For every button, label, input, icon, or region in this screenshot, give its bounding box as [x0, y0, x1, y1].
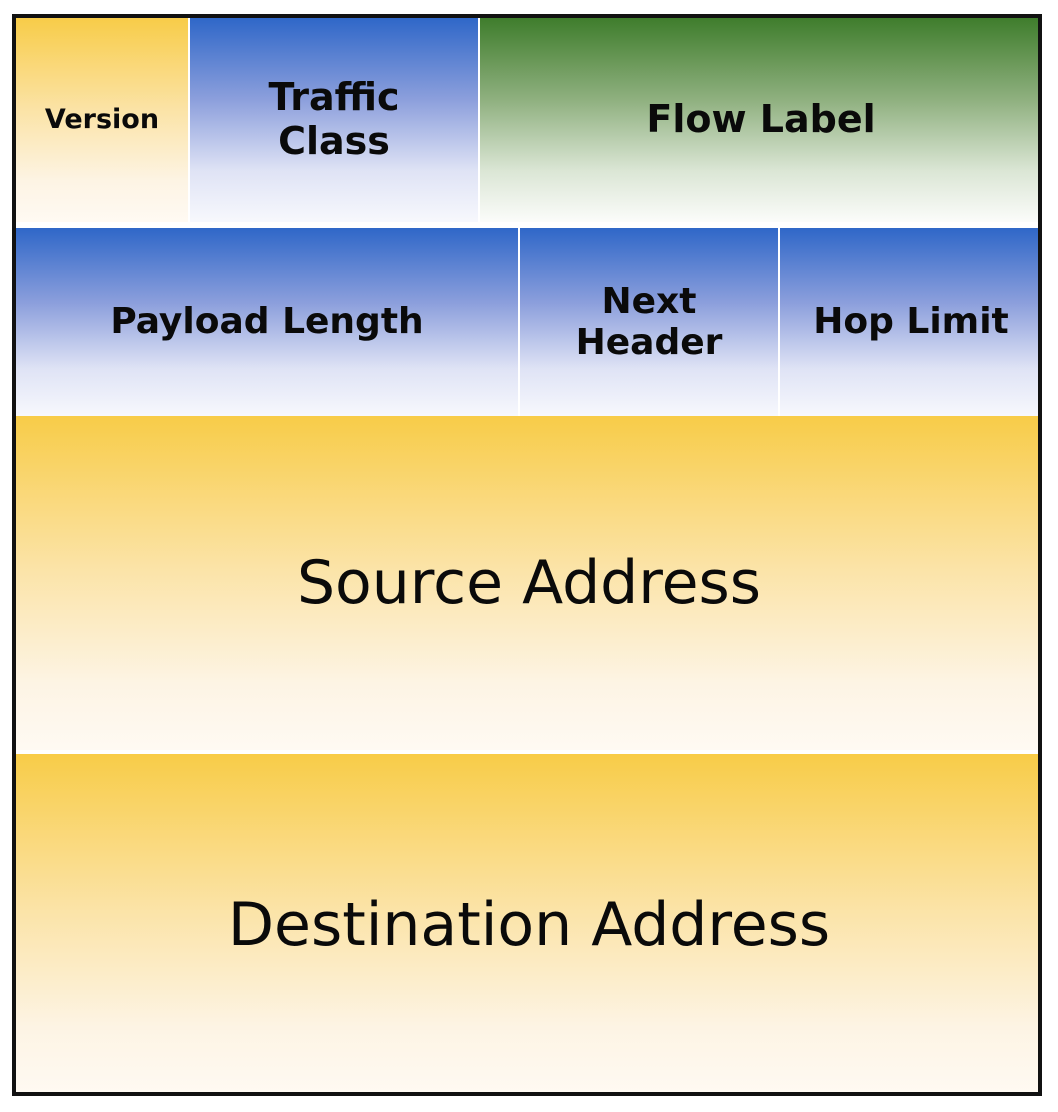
version-field: Version — [16, 18, 188, 222]
payload-length-field: Payload Length — [16, 228, 518, 416]
version-label: Version — [44, 104, 160, 136]
traffic-class-label: Traffic Class — [268, 75, 400, 163]
destination-address-field: Destination Address — [16, 754, 1038, 1092]
traffic-class-field: Traffic Class — [190, 18, 478, 222]
flow-label-field: Flow Label — [480, 18, 1038, 222]
next-header-field: Next Header — [520, 228, 778, 416]
hop-limit-label: Hop Limit — [813, 301, 1009, 343]
next-header-label: Next Header — [575, 280, 723, 363]
payload-length-label: Payload Length — [110, 301, 424, 343]
destination-address-label: Destination Address — [227, 889, 831, 960]
flow-label-label: Flow Label — [646, 97, 876, 142]
source-address-label: Source Address — [296, 547, 762, 618]
source-address-field: Source Address — [16, 416, 1038, 750]
ipv6-header-diagram: Version Traffic Class Flow Label Payload… — [12, 14, 1042, 1096]
hop-limit-field: Hop Limit — [780, 228, 1038, 416]
